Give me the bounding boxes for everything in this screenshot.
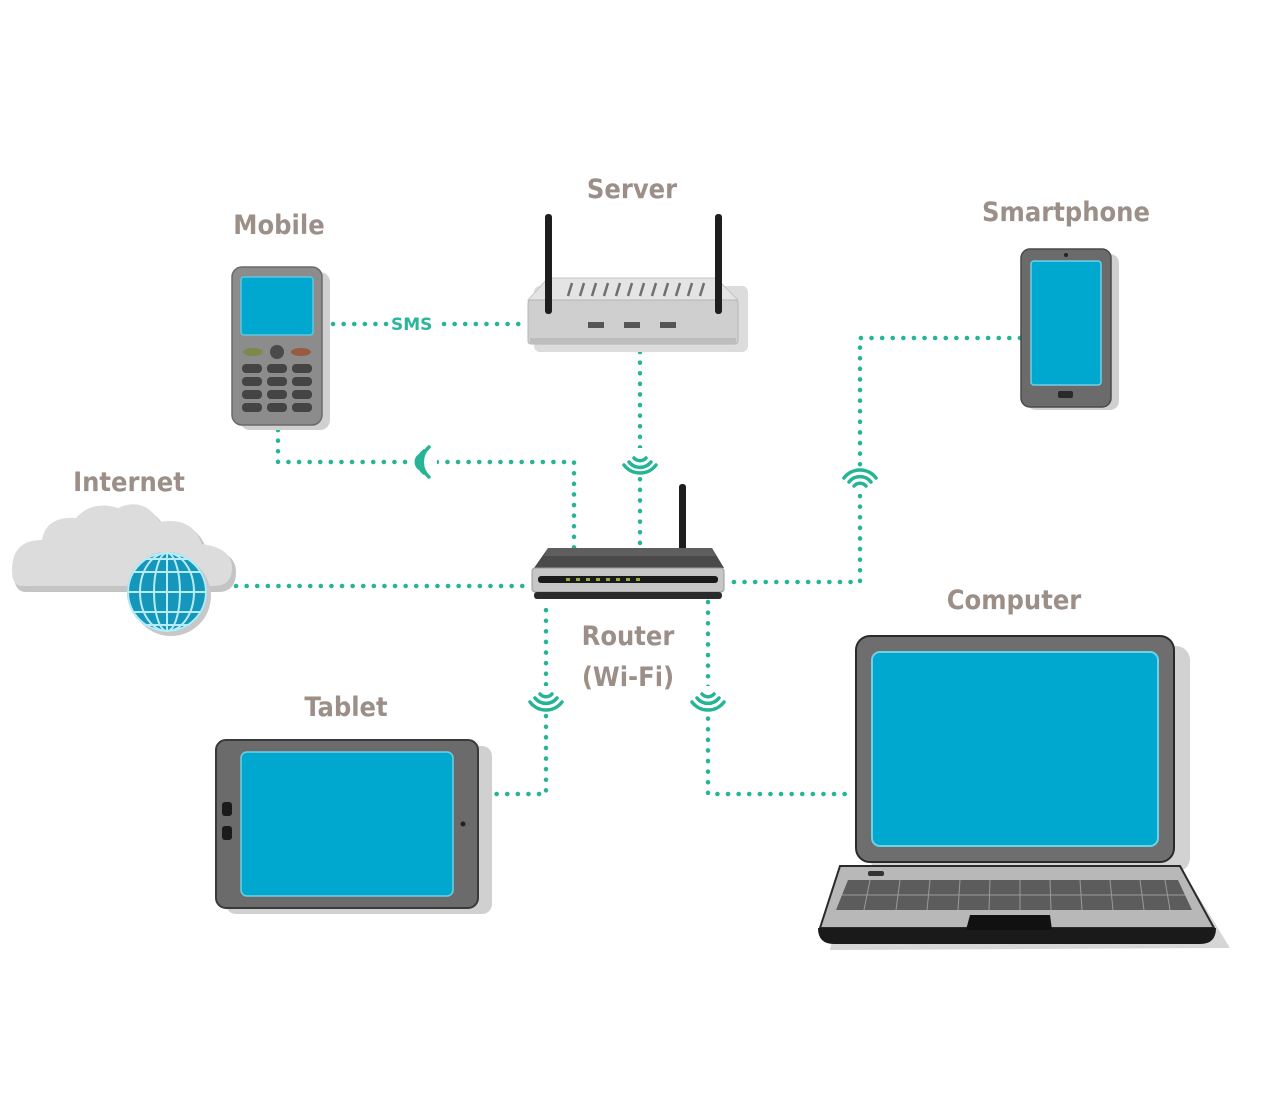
internet-label: Internet (73, 467, 185, 498)
mobile-phone-icon (231, 266, 330, 430)
node-tablet[interactable]: Tablet (215, 692, 492, 914)
wifi-signal-icon (413, 444, 437, 480)
smartphone-label: Smartphone (982, 197, 1150, 228)
edge-smartphone-router (721, 335, 1023, 585)
server-icon (526, 214, 748, 352)
edge-label-sms: SMS (391, 315, 432, 335)
wifi-signal-icon (688, 686, 728, 712)
node-smartphone[interactable]: Smartphone (982, 197, 1150, 410)
router-label: Router (582, 621, 675, 652)
router-sublabel: (Wi-Fi) (582, 662, 674, 693)
smartphone-icon (1020, 248, 1119, 410)
node-internet[interactable]: Internet (12, 467, 236, 636)
edge-computer-router (705, 599, 851, 797)
wifi-signal-icon (526, 686, 566, 712)
wifi-signal-icon (620, 448, 660, 475)
cloud-globe-icon (12, 504, 236, 636)
tablet-label: Tablet (304, 692, 388, 723)
computer-label: Computer (947, 585, 1082, 616)
server-label: Server (587, 174, 677, 205)
node-server[interactable]: Server (526, 174, 748, 352)
edge-tablet-router (483, 599, 549, 797)
node-computer[interactable]: Computer (818, 585, 1230, 950)
mobile-label: Mobile (233, 210, 324, 241)
node-mobile[interactable]: Mobile (231, 210, 330, 430)
globe-icon (127, 552, 207, 632)
router-icon (531, 484, 725, 599)
node-router[interactable]: Router (Wi-Fi) (531, 484, 725, 693)
laptop-icon (818, 635, 1230, 950)
wifi-signal-icon (840, 468, 880, 494)
tablet-icon (215, 739, 492, 914)
